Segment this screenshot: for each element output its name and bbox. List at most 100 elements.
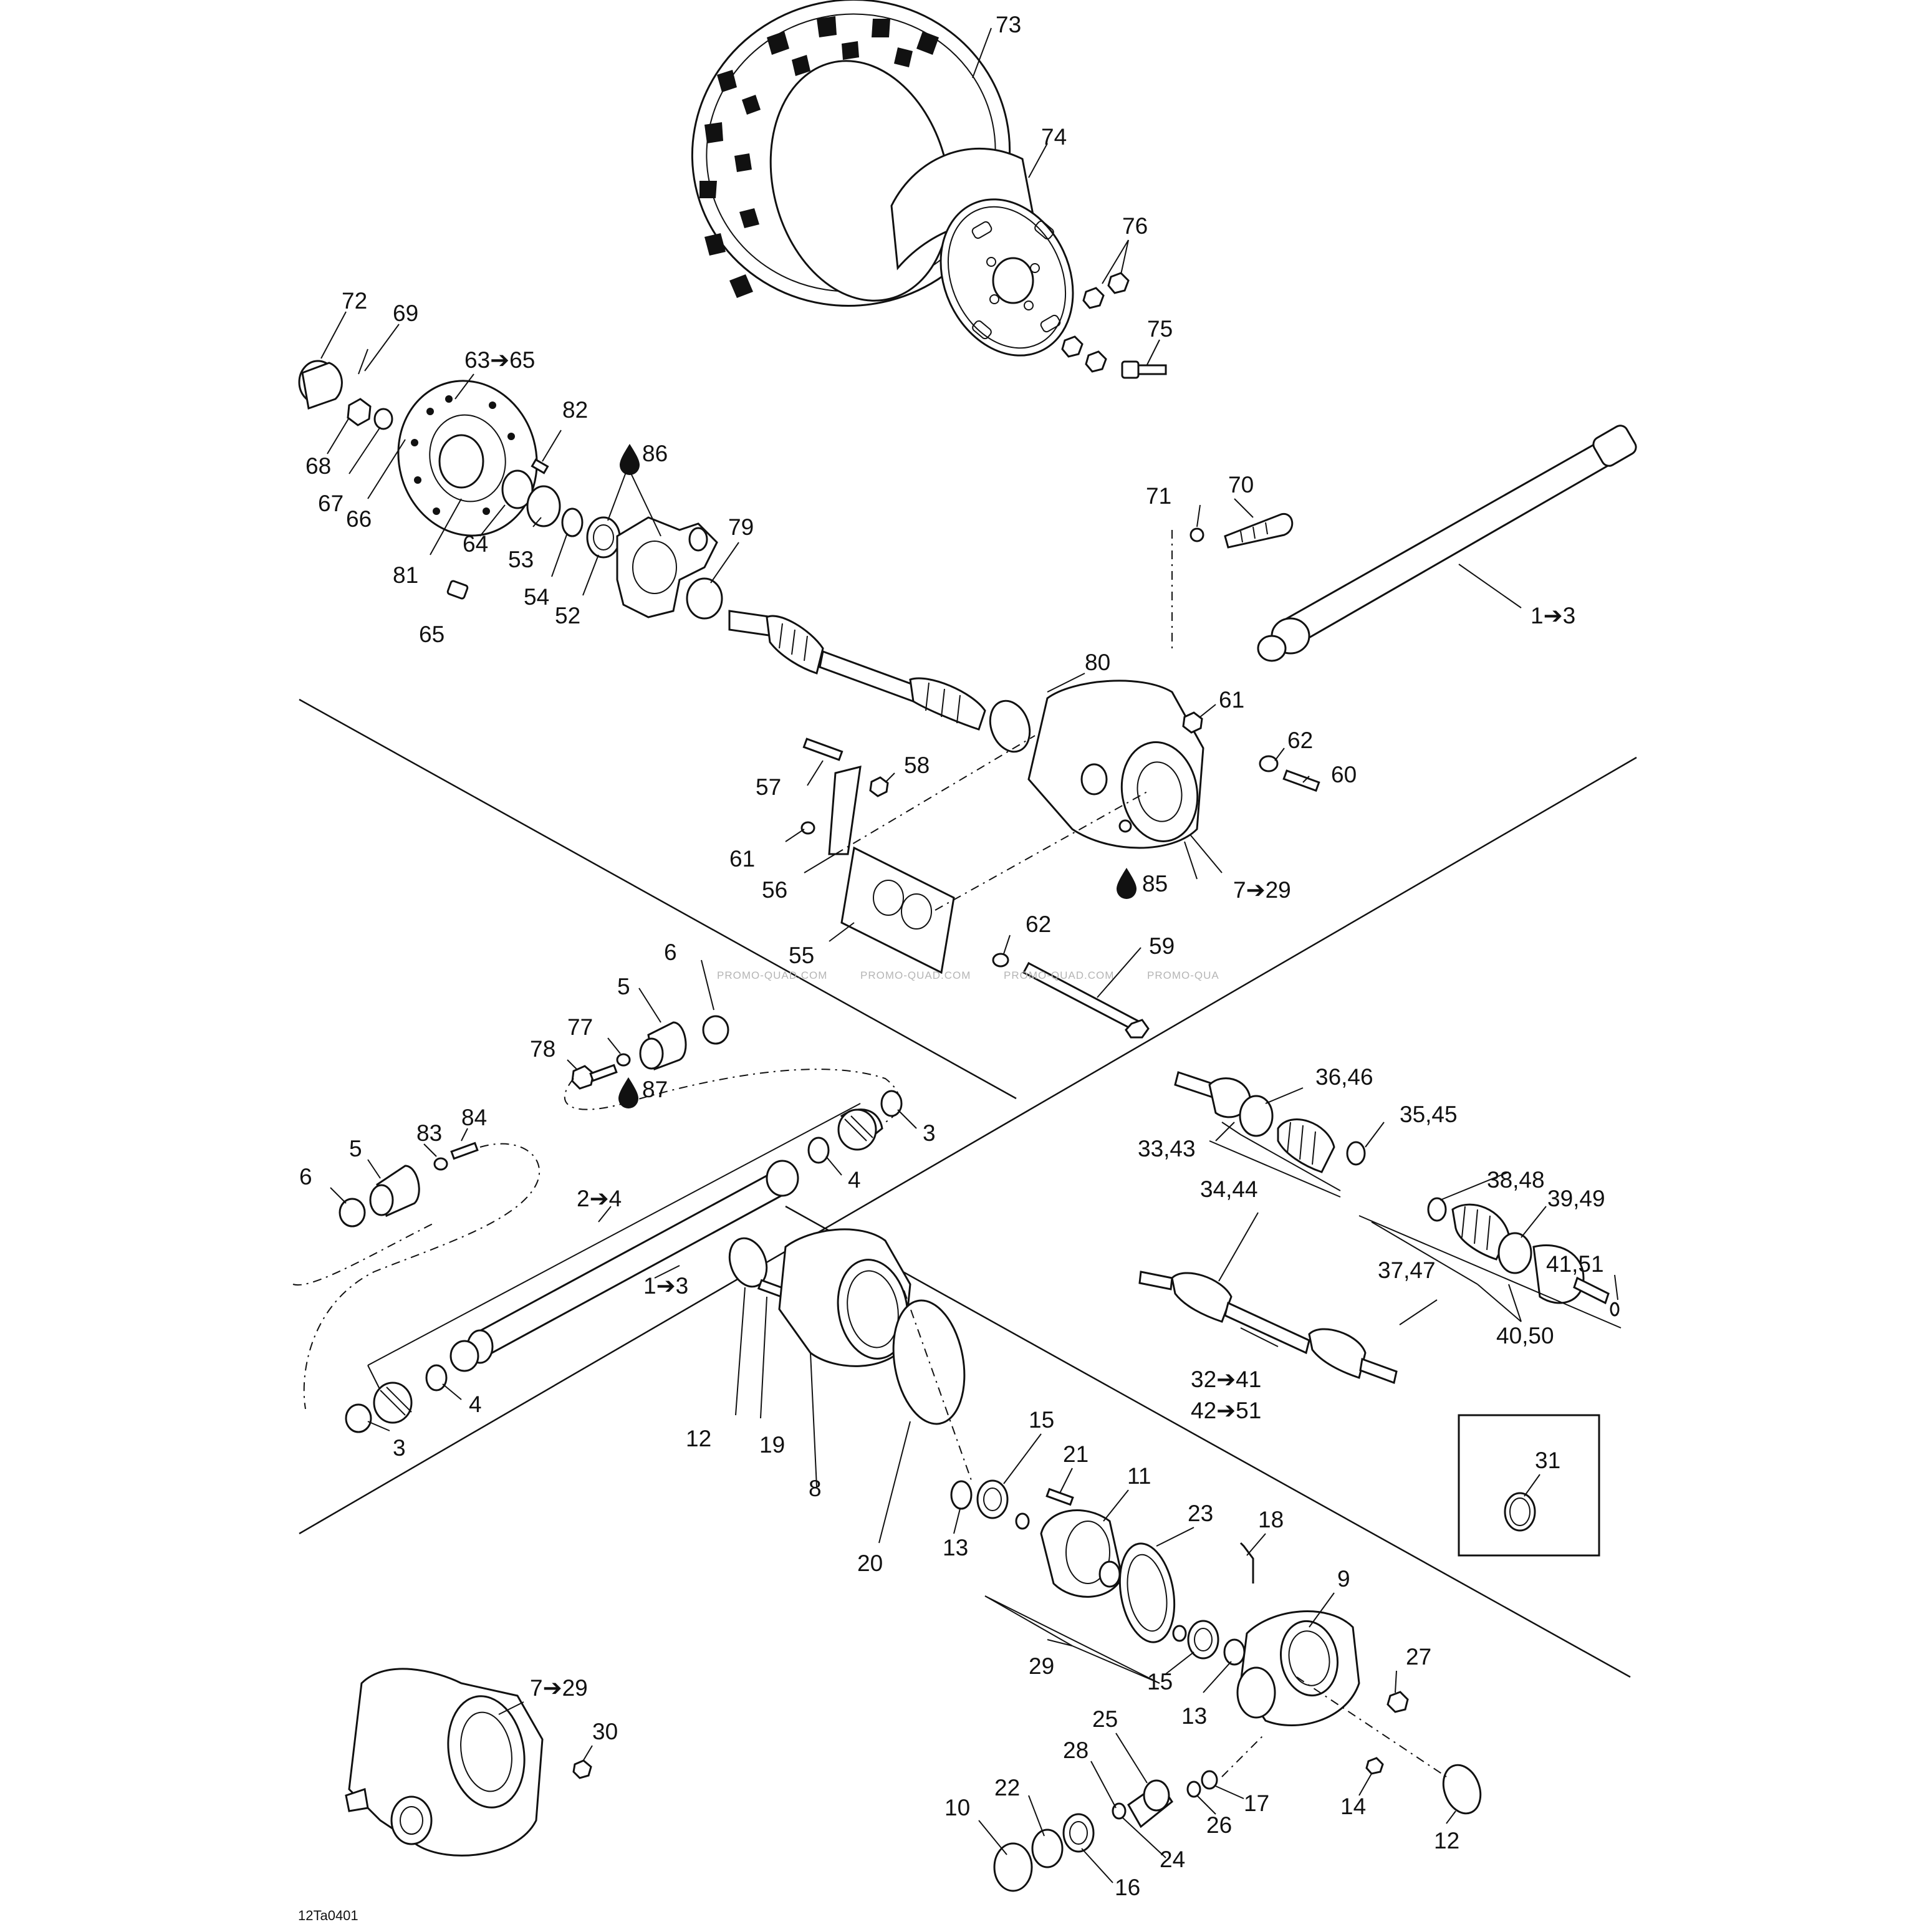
- callout-20: 20: [857, 1550, 883, 1576]
- washer-77: [616, 1053, 631, 1067]
- callout-65: 65: [419, 622, 445, 647]
- callout-58: 58: [904, 752, 930, 778]
- callout-13b: 13: [1181, 1703, 1207, 1729]
- callout-11: 11: [1127, 1463, 1151, 1489]
- callout-86: 86: [642, 441, 668, 466]
- support-bracket-group: [800, 735, 1150, 1039]
- coupling-parts: [292, 1015, 900, 1410]
- callout-6b: 6: [299, 1164, 312, 1189]
- callout-66: 66: [346, 506, 372, 532]
- callout-64: 64: [463, 531, 488, 557]
- callout-83: 83: [416, 1120, 442, 1146]
- callout-1-3-lower: 1➔3: [643, 1273, 688, 1299]
- wheel-nuts: [1061, 272, 1130, 373]
- seal-10: [993, 1842, 1033, 1892]
- callout-25: 25: [1092, 1706, 1118, 1732]
- oil-drop-icon: [618, 444, 1137, 1108]
- vent-30: [572, 1759, 592, 1779]
- watermarks: PROMO-QUAD.COM PROMO-QUAD.COM PROMO-QUAD…: [717, 969, 1219, 981]
- wheel-rim: [890, 147, 1074, 357]
- ring-6a: [702, 1015, 729, 1045]
- callout-28: 28: [1063, 1737, 1089, 1763]
- seal-13b: [1223, 1638, 1246, 1666]
- callout-15a: 15: [1029, 1407, 1054, 1433]
- inset-31: [1458, 1414, 1600, 1557]
- callout-7-29-upper: 7➔29: [1233, 877, 1291, 903]
- callout-41-51: 41,51: [1546, 1251, 1604, 1277]
- bolt-84: [450, 1141, 479, 1160]
- bearing-15a: [976, 1479, 1009, 1519]
- callout-38-48: 38,48: [1487, 1167, 1545, 1193]
- callout-31: 31: [1535, 1448, 1560, 1473]
- callout-34-44: 34,44: [1200, 1176, 1258, 1202]
- callout-76: 76: [1122, 213, 1148, 239]
- callout-36-46: 36,46: [1315, 1064, 1373, 1090]
- callout-10: 10: [944, 1795, 970, 1820]
- callout-53: 53: [508, 547, 534, 572]
- bolt-57: [802, 738, 843, 761]
- callout-80: 80: [1085, 650, 1110, 675]
- circlip-22: [1031, 1829, 1064, 1868]
- callout-62a: 62: [1287, 728, 1313, 753]
- callout-2-4: 2➔4: [577, 1186, 622, 1211]
- section-dividers: [299, 698, 1637, 1678]
- callout-82: 82: [562, 397, 588, 423]
- circlip: [561, 507, 584, 537]
- washer-26: [1186, 1781, 1201, 1798]
- oil-seal-12b: [1442, 1764, 1482, 1815]
- retaining-ring: [526, 485, 561, 527]
- callout-26: 26: [1206, 1812, 1232, 1838]
- callout-6a: 6: [664, 940, 677, 965]
- nut-58: [869, 776, 889, 797]
- boot-34: [1277, 1118, 1335, 1173]
- wheel-stud: [1121, 360, 1167, 379]
- callout-15b: 15: [1147, 1669, 1173, 1694]
- callout-labels: 73 74 76 75 72 69 63➔65 82 86 68 67 66 6…: [299, 12, 1605, 1900]
- callout-7-29-lower: 7➔29: [530, 1675, 588, 1701]
- callout-8: 8: [809, 1476, 822, 1501]
- callout-33-43: 33,43: [1138, 1136, 1196, 1161]
- oil-seal: [989, 699, 1031, 753]
- breather-18: [1239, 1542, 1254, 1584]
- clamp-4a: [807, 1137, 830, 1164]
- housing-cover-8: [778, 1228, 911, 1367]
- boot-upper: [837, 1108, 883, 1151]
- callout-61a: 61: [1219, 687, 1244, 713]
- callout-57: 57: [756, 774, 781, 800]
- callout-87: 87: [642, 1077, 668, 1102]
- svg-text:PROMO-QUAD.COM: PROMO-QUAD.COM: [1004, 969, 1114, 981]
- brake-disc-and-hub: [397, 380, 538, 537]
- callout-78: 78: [530, 1036, 555, 1062]
- washer-83: [433, 1157, 448, 1171]
- callout-9: 9: [1337, 1566, 1350, 1592]
- callout-21: 21: [1063, 1441, 1089, 1467]
- callout-30: 30: [592, 1719, 618, 1744]
- callout-74: 74: [1041, 124, 1067, 150]
- bolt-14: [1365, 1757, 1384, 1775]
- breather-assembly: [1171, 513, 1294, 648]
- bolt-60: [1282, 769, 1320, 792]
- clamp-3a: [880, 1090, 903, 1117]
- callout-55: 55: [789, 943, 814, 968]
- clamp-3b: [345, 1403, 372, 1433]
- joint-40: [1532, 1244, 1585, 1304]
- washer-62a: [1259, 755, 1279, 772]
- callout-68: 68: [305, 453, 331, 479]
- final-drive-exploded: [728, 1228, 1482, 1892]
- callout-37-47: 37,47: [1378, 1257, 1436, 1283]
- callout-79: 79: [728, 514, 754, 540]
- oil-seal-12a: [728, 1237, 768, 1288]
- washer-62b: [992, 953, 1009, 968]
- callout-54: 54: [524, 584, 549, 610]
- callout-14: 14: [1340, 1794, 1366, 1819]
- wheel-bearing: [586, 516, 621, 559]
- callout-35-45: 35,45: [1400, 1102, 1458, 1127]
- callout-77: 77: [567, 1014, 593, 1040]
- callout-69: 69: [393, 300, 418, 326]
- knuckle-bolt: [446, 580, 469, 600]
- inner-seal: [686, 577, 723, 620]
- callout-4b: 4: [469, 1391, 482, 1417]
- boot-lower: [373, 1382, 413, 1424]
- callout-5a: 5: [617, 974, 630, 999]
